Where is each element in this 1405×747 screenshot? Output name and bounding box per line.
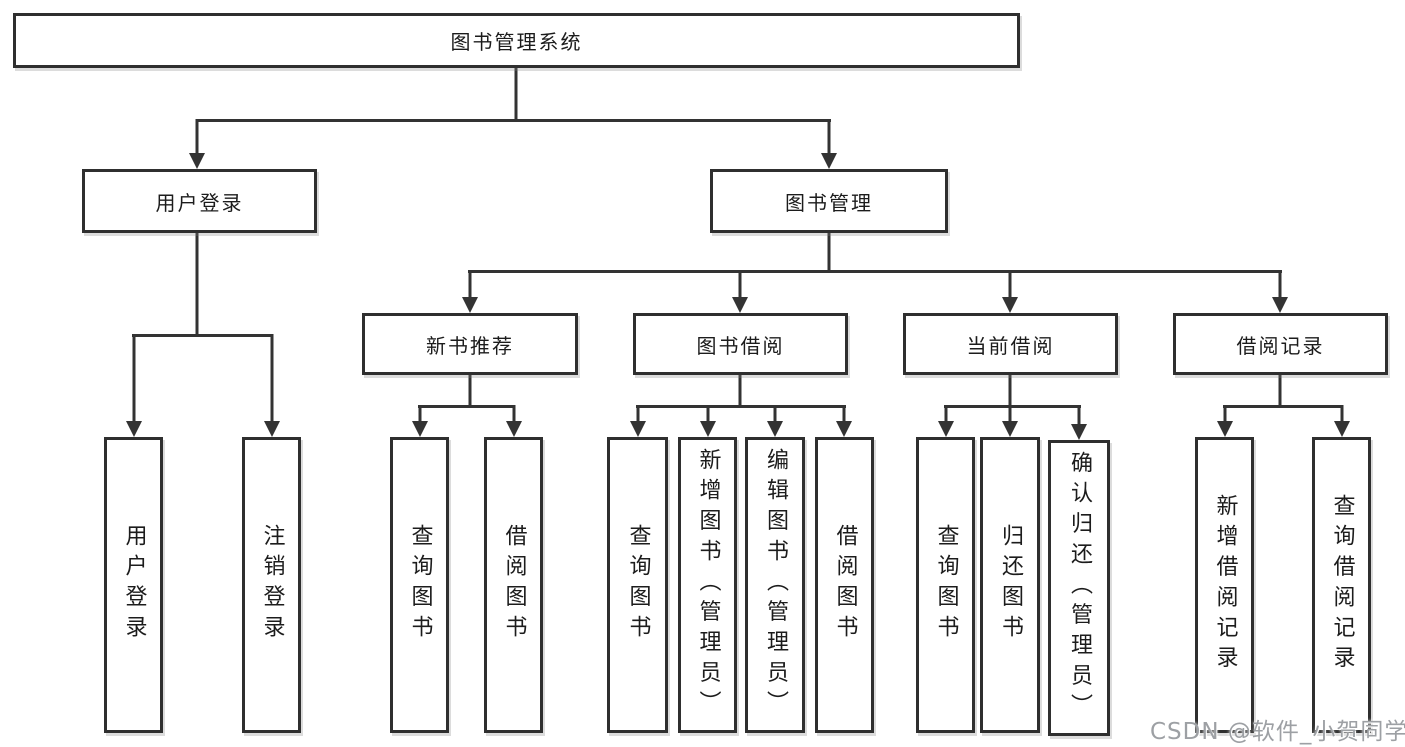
arrow-down-icon [1217, 421, 1233, 437]
connector-line [827, 119, 831, 155]
node-label: 注销登录 [259, 524, 285, 646]
connector-line [842, 405, 846, 423]
node-book-borrowing: 图书借阅 [633, 313, 848, 375]
connector-line [514, 66, 518, 121]
connector-line [468, 270, 1282, 273]
arrow-down-icon [836, 421, 852, 437]
leaf-return-book: 归还图书 [980, 437, 1040, 733]
connector-line [1008, 373, 1012, 408]
connector-line [195, 231, 199, 336]
arrow-down-icon [767, 421, 783, 437]
connector-line [195, 119, 199, 155]
node-label: 借阅图书 [832, 524, 858, 646]
arrow-down-icon [1272, 297, 1288, 313]
node-label: 借阅图书 [501, 524, 527, 646]
arrow-down-icon [1334, 421, 1350, 437]
arrow-down-icon [126, 421, 142, 437]
arrow-down-icon [700, 421, 716, 437]
leaf-add-borrow-record: 新增借阅记录 [1195, 437, 1254, 733]
leaf-query-books: 查询图书 [916, 437, 975, 733]
arrow-down-icon [1002, 297, 1018, 313]
node-label: 查询借阅记录 [1329, 493, 1355, 677]
arrow-down-icon [938, 421, 954, 437]
connector-line [1008, 270, 1012, 299]
node-label: 新增图书（管理员） [695, 448, 721, 722]
node-label: 借阅记录 [1236, 333, 1325, 358]
node-label: 图书管理系统 [450, 30, 583, 54]
node-label: 确认归还（管理员） [1067, 451, 1092, 725]
leaf-edit-book-admin: 编辑图书（管理员） [745, 437, 805, 733]
connector-line [196, 119, 831, 122]
connector-line [418, 405, 515, 408]
connector-line [827, 231, 831, 272]
connector-line [1077, 405, 1081, 426]
arrow-down-icon [462, 297, 478, 313]
connector-line [944, 405, 948, 423]
node-label: 图书管理 [785, 190, 873, 215]
arrow-down-icon [821, 153, 837, 169]
leaf-logout: 注销登录 [242, 437, 301, 733]
leaf-borrow-books: 借阅图书 [484, 437, 543, 733]
connector-line [512, 405, 516, 423]
connector-line [706, 405, 710, 423]
arrow-down-icon [264, 421, 280, 437]
node-current-borrowing: 当前借阅 [903, 313, 1118, 375]
node-label: 用户登录 [121, 524, 147, 646]
connector-line [1278, 373, 1282, 408]
arrow-down-icon [1002, 421, 1018, 437]
node-label: 归还图书 [998, 524, 1023, 646]
node-label: 用户登录 [155, 190, 244, 215]
leaf-query-borrow-record: 查询借阅记录 [1312, 437, 1371, 733]
leaf-user-login: 用户登录 [104, 437, 163, 733]
node-label: 编辑图书（管理员） [763, 448, 788, 722]
leaf-query-books: 查询图书 [390, 437, 449, 733]
connector-line [468, 270, 472, 299]
arrow-down-icon [1071, 424, 1087, 440]
node-new-book-recommend: 新书推荐 [362, 313, 578, 375]
connector-line [1223, 405, 1227, 423]
leaf-add-book-admin: 新增图书（管理员） [678, 437, 737, 733]
csdn-watermark: CSDN @软件_小贺同学 [1150, 719, 1405, 745]
connector-line [773, 405, 777, 423]
leaf-query-books: 查询图书 [607, 437, 668, 733]
node-user-login: 用户登录 [82, 169, 317, 233]
leaf-borrow-books: 借阅图书 [815, 437, 874, 733]
arrow-down-icon [506, 421, 522, 437]
node-label: 查询图书 [933, 524, 959, 646]
connector-line [1008, 405, 1012, 423]
node-library-system: 图书管理系统 [13, 13, 1020, 68]
node-book-management: 图书管理 [710, 169, 948, 233]
node-label: 当前借阅 [966, 333, 1055, 358]
arrow-down-icon [189, 153, 205, 169]
connector-line [636, 405, 640, 423]
node-borrowing-records: 借阅记录 [1173, 313, 1388, 375]
connector-line [1278, 270, 1282, 299]
connector-line [1340, 405, 1344, 423]
connector-line [132, 334, 136, 424]
arrow-down-icon [630, 421, 646, 437]
connector-line [418, 405, 422, 423]
connector-line [1223, 405, 1343, 408]
connector-line [468, 373, 472, 408]
arrow-down-icon [732, 297, 748, 313]
node-label: 新增借阅记录 [1212, 493, 1238, 677]
node-label: 图书借阅 [696, 333, 785, 358]
leaf-confirm-return-admin: 确认归还（管理员） [1048, 440, 1110, 736]
arrow-down-icon [412, 421, 428, 437]
connector-line [132, 334, 273, 337]
connector-line [270, 334, 274, 424]
node-label: 查询图书 [407, 524, 433, 646]
connector-line [738, 373, 742, 408]
node-label: 新书推荐 [426, 333, 514, 358]
connector-line [944, 405, 1081, 408]
node-label: 查询图书 [625, 524, 651, 646]
connector-line [636, 405, 846, 408]
connector-line [738, 270, 742, 299]
